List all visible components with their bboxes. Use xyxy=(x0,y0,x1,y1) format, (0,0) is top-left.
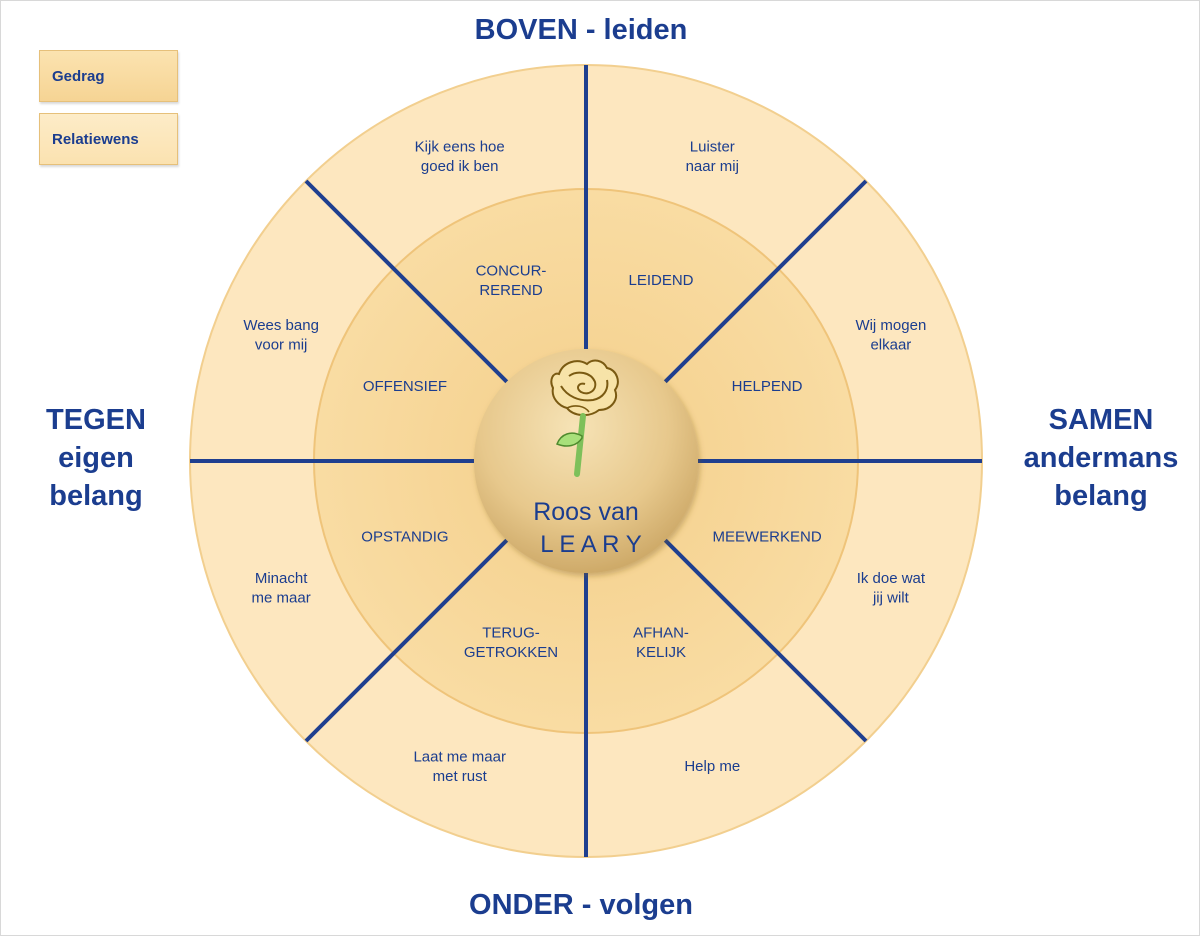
sector-behavior-label-line: OPSTANDIG xyxy=(361,528,448,545)
axis-label-right-line2: andermans xyxy=(1023,442,1179,474)
sector-behavior-label: OFFENSIEF xyxy=(363,378,447,395)
axis-label-left-line2: eigen xyxy=(58,442,134,474)
sector-behavior-label-line: GETROKKEN xyxy=(464,644,558,661)
axis-label-bottom: ONDER - volgen xyxy=(469,889,693,921)
sector-behavior-label-line: OFFENSIEF xyxy=(363,378,447,395)
sector-relation-wish-label: Minacht me maar xyxy=(252,570,311,607)
sector-relation-wish-label: Wees bang voor mij xyxy=(243,317,319,354)
sector-behavior-label-line: HELPEND xyxy=(732,378,803,395)
sector-behavior-label-line: AFHAN- xyxy=(633,625,689,642)
sector-relation-wish-label-line: Kijk eens hoe xyxy=(415,139,505,156)
sector-behavior-label: CONCUR- REREND xyxy=(476,262,547,299)
axis-label-right: SAMEN andermans belang xyxy=(1001,401,1199,515)
axis-label-right-line3: belang xyxy=(1054,480,1148,512)
sector-behavior-label: OPSTANDIG xyxy=(361,528,448,545)
sector-relation-wish-label-line: naar mij xyxy=(686,158,739,175)
center-title-line1: Roos van xyxy=(533,498,639,526)
sector-behavior-label-line: CONCUR- xyxy=(476,262,547,279)
axis-label-left-line1: TEGEN xyxy=(46,404,146,436)
center-title-line2: L E A R Y xyxy=(540,531,641,558)
sector-relation-wish-label-line: Luister xyxy=(690,139,735,156)
divider-line xyxy=(304,538,509,743)
sector-relation-wish-label: Wij mogen elkaar xyxy=(855,317,926,354)
sector-relation-wish-label: Kijk eens hoe goed ik ben xyxy=(415,139,505,176)
sector-behavior-label: MEEWERKEND xyxy=(712,528,821,545)
sector-relation-wish-label-line: me maar xyxy=(252,589,311,606)
sector-behavior-label: TERUG- GETROKKEN xyxy=(464,625,558,662)
legend-relation-wish-box: Relatiewens xyxy=(39,113,178,165)
sector-behavior-label-line: TERUG- xyxy=(482,625,540,642)
sector-relation-wish-label-line: Ik doe wat xyxy=(857,570,926,587)
sector-behavior-label: AFHAN- KELIJK xyxy=(633,625,689,662)
sector-relation-wish-label-line: goed ik ben xyxy=(421,158,499,175)
legend-relation-wish-label: Relatiewens xyxy=(52,130,139,148)
sector-dividers xyxy=(190,65,982,857)
sector-relation-wish-label-line: met rust xyxy=(433,768,488,785)
sector-behavior-label: LEIDEND xyxy=(628,272,693,289)
sector-relation-wish-label-line: Wij mogen xyxy=(855,317,926,334)
sector-relation-wish-label-line: Wees bang xyxy=(243,317,319,334)
sector-relation-wish-label-line: elkaar xyxy=(870,337,911,354)
sector-relation-wish-label-line: Laat me maar xyxy=(413,748,506,765)
sector-behavior-label-line: REREND xyxy=(479,282,543,299)
sector-behavior-label-line: MEEWERKEND xyxy=(712,528,821,545)
sector-relation-wish-label: Help me xyxy=(684,758,740,775)
sector-relation-wish-label-line: Help me xyxy=(684,758,740,775)
sector-behavior-label-line: KELIJK xyxy=(636,644,686,661)
sector-relation-wish-label-line: voor mij xyxy=(255,337,308,354)
legend-behavior-box: Gedrag xyxy=(39,50,178,102)
divider-line xyxy=(663,179,868,384)
sector-behavior-label: HELPEND xyxy=(732,378,803,395)
axis-label-top: BOVEN - leiden xyxy=(474,14,688,46)
rose-icon xyxy=(550,359,619,477)
sector-relation-wish-label-line: jij wilt xyxy=(872,589,910,606)
legend-behavior-label: Gedrag xyxy=(52,67,105,85)
axis-label-left: TEGEN eigen belang xyxy=(21,401,171,515)
axis-label-right-line1: SAMEN xyxy=(1048,404,1154,436)
divider-line xyxy=(304,179,509,384)
center-disc xyxy=(474,349,698,573)
sector-relation-wish-label: Laat me maar met rust xyxy=(413,748,506,785)
divider-line xyxy=(663,538,868,743)
sector-relation-wish-label: Luister naar mij xyxy=(686,139,739,176)
axis-label-left-line3: belang xyxy=(49,480,143,512)
sector-relation-wish-label-line: Minacht xyxy=(255,570,308,587)
sector-behavior-label-line: LEIDEND xyxy=(628,272,693,289)
sector-relation-wish-label: Ik doe wat jij wilt xyxy=(857,570,926,607)
